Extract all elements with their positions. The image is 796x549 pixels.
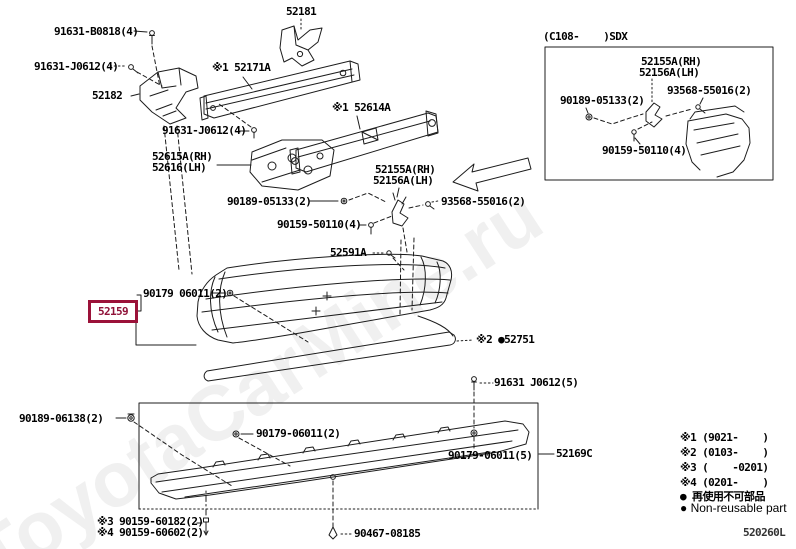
label-part-52751[interactable]: ※2 ●52751	[476, 333, 535, 346]
clip-90179-top-icon	[135, 289, 309, 346]
label-part-52614a[interactable]: ※1 52614A	[332, 101, 391, 114]
label-part-52155a[interactable]: 52155A(RH)	[375, 163, 436, 176]
label-90179-06011-box5[interactable]: 90179-06011(5)	[448, 449, 533, 462]
lower-bumper-52169c-drawing	[150, 420, 530, 500]
label-90179-06011-box2[interactable]: 90179-06011(2)	[256, 427, 341, 440]
bracket-52182-drawing	[130, 67, 199, 275]
legend-note-2: ※2 (0103- )	[680, 446, 769, 459]
pin-52591a-icon	[372, 250, 405, 271]
clip-90179-box-icon	[232, 430, 291, 467]
cushion-52615a-drawing	[216, 139, 335, 191]
label-bolt-91631-j0612-b[interactable]: 91631-J0612(4)	[162, 124, 247, 137]
drawing-code: 520260L	[743, 526, 786, 539]
inset-label-52156a[interactable]: 52156A(LH)	[639, 66, 700, 79]
label-part-52181[interactable]: 52181	[286, 5, 317, 18]
label-90159-60602[interactable]: ※4 90159-60602(2)	[97, 526, 204, 539]
label-part-52616[interactable]: 52616(LH)	[152, 161, 207, 174]
label-part-52171a[interactable]: ※1 52171A	[212, 61, 271, 74]
label-90189-06138[interactable]: 90189-06138(2)	[19, 412, 104, 425]
license-bracket-hardware-drawing	[309, 187, 439, 253]
inset-label-52155a[interactable]: 52155A(RH)	[641, 55, 702, 68]
direction-arrow	[452, 157, 532, 192]
label-part-52156a[interactable]: 52156A(LH)	[373, 174, 434, 187]
bolt-91631-j0612-5-icon	[470, 376, 494, 449]
legend-nonreusable-jp: ● 再使用不可部品	[680, 490, 765, 503]
legend-nonreusable-en: ● Non-reusable part	[680, 501, 787, 515]
bolt-91631-b0818-icon	[133, 30, 161, 88]
label-90159-60182[interactable]: ※3 90159-60182(2)	[97, 515, 204, 528]
legend-note-3: ※3 ( -0201)	[680, 461, 769, 474]
label-part-52182[interactable]: 52182	[92, 89, 123, 102]
reinforcement-52614a-drawing	[289, 110, 439, 175]
inset-label-90189[interactable]: 90189-05133(2)	[560, 94, 645, 107]
selected-part-number: 52159	[97, 305, 129, 318]
label-93568-55016[interactable]: 93568-55016(2)	[441, 195, 526, 208]
legend-note-4: ※4 (0201- )	[680, 476, 769, 489]
inset-box	[544, 46, 774, 181]
screw-90159-601-icon	[196, 489, 209, 536]
lower-bumper-box	[138, 402, 555, 510]
label-part-52169c[interactable]: 52169C	[556, 447, 593, 460]
label-part-52615a[interactable]: 52615A(RH)	[152, 150, 213, 163]
label-bolt-91631-j0612-5[interactable]: 91631 J0612(5)	[494, 376, 579, 389]
legend-note-1: ※1 (9021- )	[680, 431, 769, 444]
inset-label-90159[interactable]: 90159-50110(4)	[602, 144, 687, 157]
label-bolt-91631-j0612-a[interactable]: 91631-J0612(4)	[34, 60, 119, 73]
moulding-52751-drawing	[203, 315, 474, 382]
selected-part-52159-box[interactable]: 52159	[88, 300, 138, 323]
label-part-52591a[interactable]: 52591A	[330, 246, 367, 259]
label-90467-08185[interactable]: 90467-08185	[354, 527, 421, 540]
label-bolt-91631-b0818[interactable]: 91631-B0818(4)	[54, 25, 139, 38]
inset-header: (C108- )SDX	[543, 30, 628, 43]
bracket-52181-drawing	[279, 18, 323, 67]
rear-bumper-52159-drawing	[196, 237, 453, 344]
inset-hardware-drawing	[585, 78, 751, 178]
label-90179-06011-top[interactable]: 90179 06011(2)	[143, 287, 228, 300]
inset-label-93568[interactable]: 93568-55016(2)	[667, 84, 752, 97]
pin-90467-icon	[328, 480, 352, 540]
reinforcement-52171a-drawing	[199, 60, 361, 139]
clip-90189-06138-icon	[115, 413, 233, 487]
label-90159-50110[interactable]: 90159-50110(4)	[277, 218, 362, 231]
label-90189-05133[interactable]: 90189-05133(2)	[227, 195, 312, 208]
